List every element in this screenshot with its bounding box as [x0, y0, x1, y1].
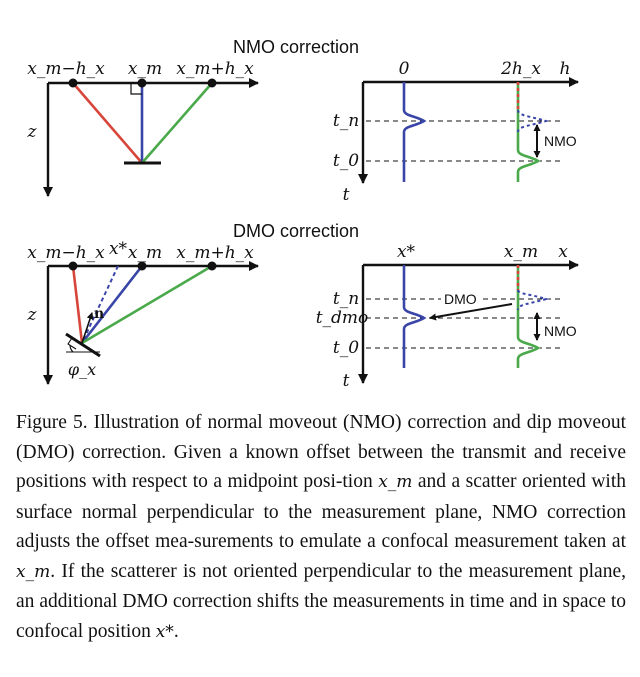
- dmo-transmit-point: [68, 261, 78, 271]
- dmo-receive-point: [207, 261, 217, 271]
- caption-text-4: .: [173, 620, 179, 642]
- nmo-time-plot: NMO 0 2h_x h t_n t_0 t: [333, 59, 579, 205]
- dmo-ray-green: [81, 264, 213, 345]
- dmo-label-xstar: x*: [109, 239, 128, 259]
- caption-math-xm-2: x_m: [16, 561, 51, 582]
- label-zero: 0: [399, 59, 410, 79]
- label-xm: x_m: [128, 59, 162, 79]
- dmo-ray-red: [71, 265, 84, 344]
- dmo-label-xm: x_m: [128, 243, 162, 263]
- dmo-tilted-scatterer: [65, 332, 101, 358]
- label-xstar-axis: x*: [397, 242, 416, 262]
- dmo-label-bg: [441, 291, 483, 307]
- dmo-geometry-diagram: n φ_x x_m−h_x x* x_m x_m+h_x z: [27, 239, 259, 385]
- offset-trace-corrected: [516, 82, 541, 182]
- dmo-shift-label: DMO: [444, 291, 477, 307]
- figure-caption: Figure 5. Illustration of normal moveout…: [16, 408, 626, 647]
- label-xm-minus-hx: x_m−h_x: [27, 59, 105, 79]
- nmo-ray-green: [141, 82, 213, 164]
- transmit-point: [68, 78, 78, 88]
- dmo-offset-pulse-dashed: [517, 289, 550, 311]
- label-xm-axis: x_m: [504, 242, 538, 262]
- right-angle-mark: [130, 83, 142, 95]
- caption-text-1: Illustration of normal moveout (NMO) cor…: [16, 412, 626, 492]
- dmo-midpoint-point: [137, 261, 147, 271]
- dmo-ray-blue: [80, 265, 144, 344]
- dmo-title: DMO correction: [233, 221, 359, 241]
- dip-angle-label: φ_x: [68, 360, 96, 379]
- figure-5: NMO correction x_m−h_x x_m x_m+h_x z: [27, 37, 579, 391]
- surface-normal-arrow: [81, 312, 94, 344]
- caption-math-xm-1: x_m: [378, 472, 413, 492]
- label-h: h: [560, 59, 571, 79]
- label-x: x: [558, 242, 568, 262]
- caption-math-xstar: x*: [155, 621, 174, 642]
- receive-point: [207, 78, 217, 88]
- dmo-label-z: z: [27, 305, 38, 325]
- dmo-time-plot: DMO NMO x* x_m x t_n t_dmo t_0 t: [316, 242, 579, 391]
- label-xm-plus-hx: x_m+h_x: [176, 59, 254, 79]
- offset-pulse-dashed: [517, 109, 550, 133]
- normal-label: n: [94, 306, 104, 322]
- dmo-right-angle-mark: [67, 337, 77, 350]
- zero-offset-trace: [402, 82, 427, 182]
- dmo-panel: DMO correction n φ_x x_m−h_x x* x_m x_m+…: [27, 221, 579, 391]
- dmo-label-tn: t_n: [333, 289, 359, 309]
- label-t: t: [343, 185, 350, 205]
- dmo-nmo-shift-label: NMO: [544, 323, 577, 339]
- dip-angle-arc: [69, 344, 74, 353]
- nmo-panel: NMO correction x_m−h_x x_m x_m+h_x z: [27, 37, 579, 205]
- dmo-shift-arrow: [429, 303, 513, 321]
- nmo-ray-red: [72, 82, 143, 164]
- dmo-label-t0: t_0: [333, 338, 359, 358]
- xstar-trace: [402, 265, 427, 368]
- caption-text-3: . If the scatterer is not oriented perpe…: [16, 560, 626, 642]
- nmo-geometry-diagram: x_m−h_x x_m x_m+h_x z: [27, 59, 259, 197]
- dmo-label-xm-plus-hx: x_m+h_x: [176, 243, 254, 263]
- xm-trace: [516, 265, 541, 368]
- label-z: z: [27, 122, 38, 142]
- label-t0: t_0: [333, 151, 359, 171]
- nmo-title: NMO correction: [233, 37, 359, 57]
- label-tn: t_n: [333, 111, 359, 131]
- nmo-shift-label: NMO: [544, 133, 577, 149]
- dmo-label-t: t: [343, 371, 350, 391]
- caption-text-2: and a scatter oriented with surface norm…: [16, 471, 626, 552]
- caption-label: Figure 5.: [16, 412, 88, 433]
- label-2hx: 2h_x: [500, 59, 541, 79]
- label-tdmo: t_dmo: [316, 308, 369, 328]
- dmo-ray-dashed: [81, 265, 119, 344]
- midpoint-point: [137, 78, 147, 88]
- dmo-label-xm-minus-hx: x_m−h_x: [27, 243, 105, 263]
